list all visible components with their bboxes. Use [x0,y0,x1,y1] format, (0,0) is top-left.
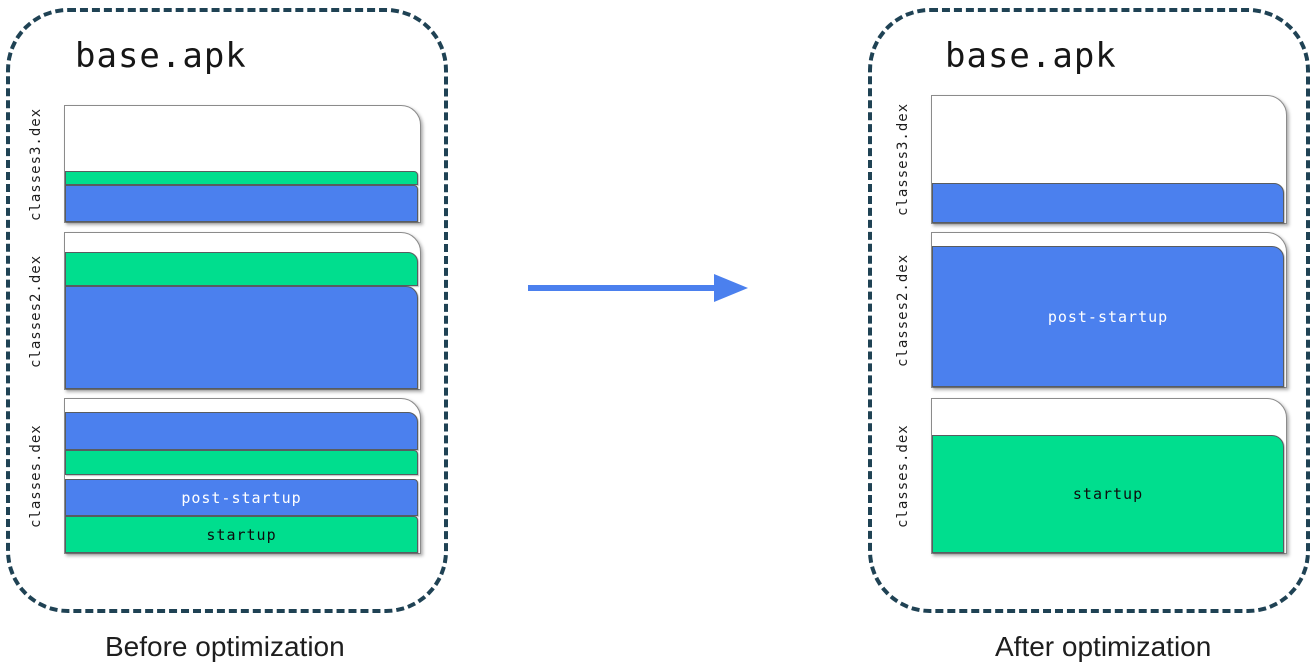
file-classes2-after: post-startup [931,232,1287,388]
band-label-startup: startup [1072,485,1144,503]
dex-label-classes2-before: classes2.dex [28,254,44,368]
apk-title-after: base.apk [945,36,1117,76]
segment-startup [65,450,418,475]
transform-arrow-head-icon [714,274,748,302]
file-classes3-after [931,95,1287,224]
file-classes-after: startup [931,398,1287,554]
band-label-startup: startup [206,525,277,544]
segment-post-startup [932,183,1284,223]
segment-startup-labeled: startup [932,435,1284,553]
apk-title-before: base.apk [75,36,247,76]
segment-unused [65,399,420,412]
segment-post-startup-labeled: post-startup [932,246,1284,387]
transform-arrow-shaft [528,285,715,291]
band-label-post-startup: post-startup [181,488,302,507]
segment-unused [932,399,1286,435]
file-classes2-before [64,232,421,390]
dex-label-classes3-before: classes3.dex [28,107,44,221]
dex-label-classes-after: classes.dex [895,424,911,528]
band-label-post-startup: post-startup [1047,307,1169,326]
file-classes3-before [64,105,421,223]
segment-unused [932,233,1286,246]
caption-before-optimization: Before optimization [105,631,345,662]
dex-label-classes2-after: classes2.dex [895,253,911,367]
segment-startup [65,252,418,286]
segment-startup-labeled: startup [65,516,418,553]
segment-post-startup-labeled: post-startup [65,479,418,516]
segment-startup [65,171,418,185]
segment-unused [65,106,420,171]
segment-unused [65,233,420,252]
dex-label-classes3-after: classes3.dex [895,102,911,217]
segment-post-startup [65,286,418,389]
segment-post-startup [65,185,418,222]
segment-post-startup [65,412,418,450]
file-classes-before: post-startup startup [64,398,421,554]
segment-unused [932,96,1286,183]
dex-label-classes-before: classes.dex [28,424,44,528]
caption-after-optimization: After optimization [995,631,1212,662]
